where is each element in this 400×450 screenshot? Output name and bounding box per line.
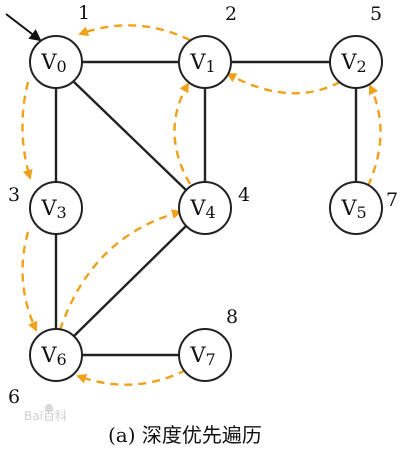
edges xyxy=(54,60,358,357)
trav-v0-v3 xyxy=(21,81,33,180)
edge-v0-v4 xyxy=(73,81,187,191)
node-v4: V4 xyxy=(178,181,232,235)
node-v5-sub: 5 xyxy=(356,203,366,222)
node-v5-main: V xyxy=(340,196,357,220)
order-v5: 7 xyxy=(386,189,398,211)
baidu-watermark: Bai百科 xyxy=(24,404,67,423)
node-v0-sub: 0 xyxy=(56,57,66,76)
trav-v5-v2 xyxy=(366,84,382,187)
trav-v6-v4 xyxy=(58,209,182,331)
svg-text:V1: V1 xyxy=(189,50,215,76)
node-v2: V2 xyxy=(329,35,383,89)
node-v3: V3 xyxy=(29,181,83,235)
node-v0-main: V xyxy=(40,50,57,74)
order-v2: 5 xyxy=(370,3,382,25)
node-v6: V6 xyxy=(29,328,83,382)
node-v7: V7 xyxy=(178,328,232,382)
trav-v3-v6 xyxy=(21,231,38,332)
node-v7-sub: 7 xyxy=(205,350,215,369)
traversal-arrows xyxy=(21,24,382,386)
caption: (a) 深度优先遍历 xyxy=(108,423,262,447)
node-v4-main: V xyxy=(189,196,206,220)
node-v2-main: V xyxy=(340,50,357,74)
edge-v4-v6 xyxy=(73,225,187,337)
node-v7-main: V xyxy=(189,343,206,367)
svg-text:V5: V5 xyxy=(340,196,366,222)
trav-v7-v6 xyxy=(76,368,187,386)
order-v4: 4 xyxy=(238,184,250,206)
order-v1: 2 xyxy=(225,3,237,25)
node-v1-sub: 1 xyxy=(205,57,215,76)
node-v2-sub: 2 xyxy=(356,57,366,76)
svg-text:V7: V7 xyxy=(189,343,215,369)
node-v6-sub: 6 xyxy=(56,350,66,369)
trav-v4-v1 xyxy=(173,82,192,185)
svg-text:V6: V6 xyxy=(40,343,66,369)
trav-v1-v0 xyxy=(78,24,191,42)
order-v0: 1 xyxy=(78,2,90,24)
node-v6-main: V xyxy=(40,343,57,367)
start-arrow xyxy=(5,13,42,42)
order-v7: 8 xyxy=(226,306,238,328)
svg-text:V3: V3 xyxy=(40,196,66,222)
paw-icon xyxy=(45,404,53,412)
watermark-text: Bai百科 xyxy=(24,409,67,423)
node-v3-sub: 3 xyxy=(56,203,66,222)
node-v0: V0 xyxy=(29,35,83,89)
trav-v2-v1 xyxy=(226,72,341,95)
order-v6: 6 xyxy=(8,386,20,408)
order-v3: 3 xyxy=(8,184,20,206)
node-v3-main: V xyxy=(40,196,57,220)
node-v1: V1 xyxy=(178,35,232,89)
svg-text:V2: V2 xyxy=(340,50,366,76)
svg-text:V0: V0 xyxy=(40,50,66,76)
node-v5: V5 xyxy=(329,181,383,235)
svg-text:V4: V4 xyxy=(189,196,215,222)
node-v4-sub: 4 xyxy=(205,203,215,222)
node-v1-main: V xyxy=(189,50,206,74)
